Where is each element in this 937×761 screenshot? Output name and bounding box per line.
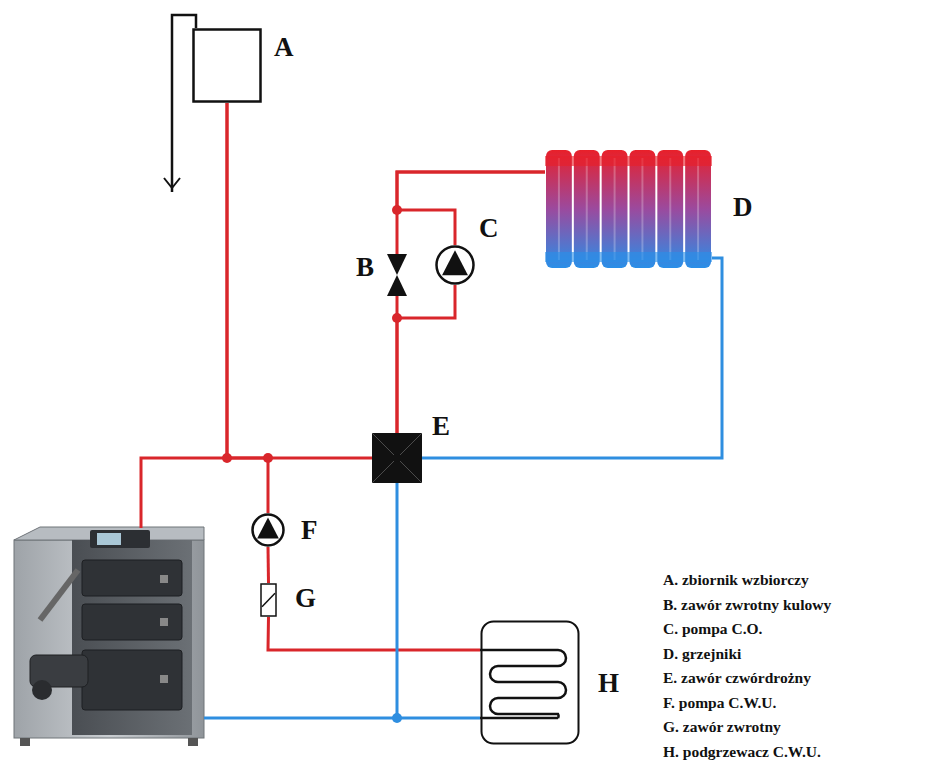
check-valve-symbol [260,583,277,617]
legend-entry: H. podgrzewacz C.W.U. [663,740,831,761]
pipe-connector [397,172,545,254]
legend-entry: B. zawór zwrotny kulowy [663,593,831,618]
part-letter: E [432,411,482,441]
four-way-valve: E [372,433,422,483]
pipe-connector [267,547,271,583]
part-letter: D [733,192,900,222]
legend-entry: E. zawór czwórdrożny [663,666,831,691]
part-letter: C [479,213,519,243]
pipe-connector [422,258,722,458]
check-ball-valve: B [386,254,408,296]
pipe-connector [397,172,545,245]
pipe-connector [227,103,268,513]
radiator-symbol [545,150,712,268]
junction-dot [222,453,232,463]
part-letter: F [301,515,335,545]
part-letter: A [274,32,344,62]
pipe-connector [397,285,455,433]
hot-water-pump: F [251,513,285,547]
check-valve: G [260,583,277,617]
legend-entry: A. zbiornik wzbiorczy [663,568,831,593]
four-way-valve-symbol [372,433,422,483]
expansion-tank-symbol [192,28,262,103]
boiler-illustration [14,527,204,746]
pipe-connector [397,483,480,718]
legend: A. zbiornik wzbiorczyB. zawór zwrotny ku… [663,568,831,761]
supply-pipe [141,458,227,528]
legend-entry: F. pompa C.W.U. [663,691,831,716]
legend-entry: G. zawór zwrotny [663,715,831,740]
part-letter: B [356,252,378,282]
overflow-funnel [164,178,180,188]
part-letter: G [295,583,312,613]
water-heater: H [480,620,580,745]
check-ball-valve-symbol [386,254,408,296]
junction-dot [263,453,273,463]
water-heater-symbol [480,620,580,745]
pipe-connector [227,103,372,458]
junction-dot [392,205,402,215]
return-pipe [204,717,397,720]
expansion-tank: A [192,28,262,103]
hot-water-pump-symbol [251,513,285,547]
legend-entry: D. grzejniki [663,642,831,667]
junction-dot [392,713,402,723]
junction-dot [392,313,402,323]
heating-pump-symbol [435,245,475,285]
legend-entry: C. pompa C.O. [663,617,831,642]
pipe-connector [268,617,480,650]
radiator: D [545,150,712,268]
heating-pump: C [435,245,475,285]
